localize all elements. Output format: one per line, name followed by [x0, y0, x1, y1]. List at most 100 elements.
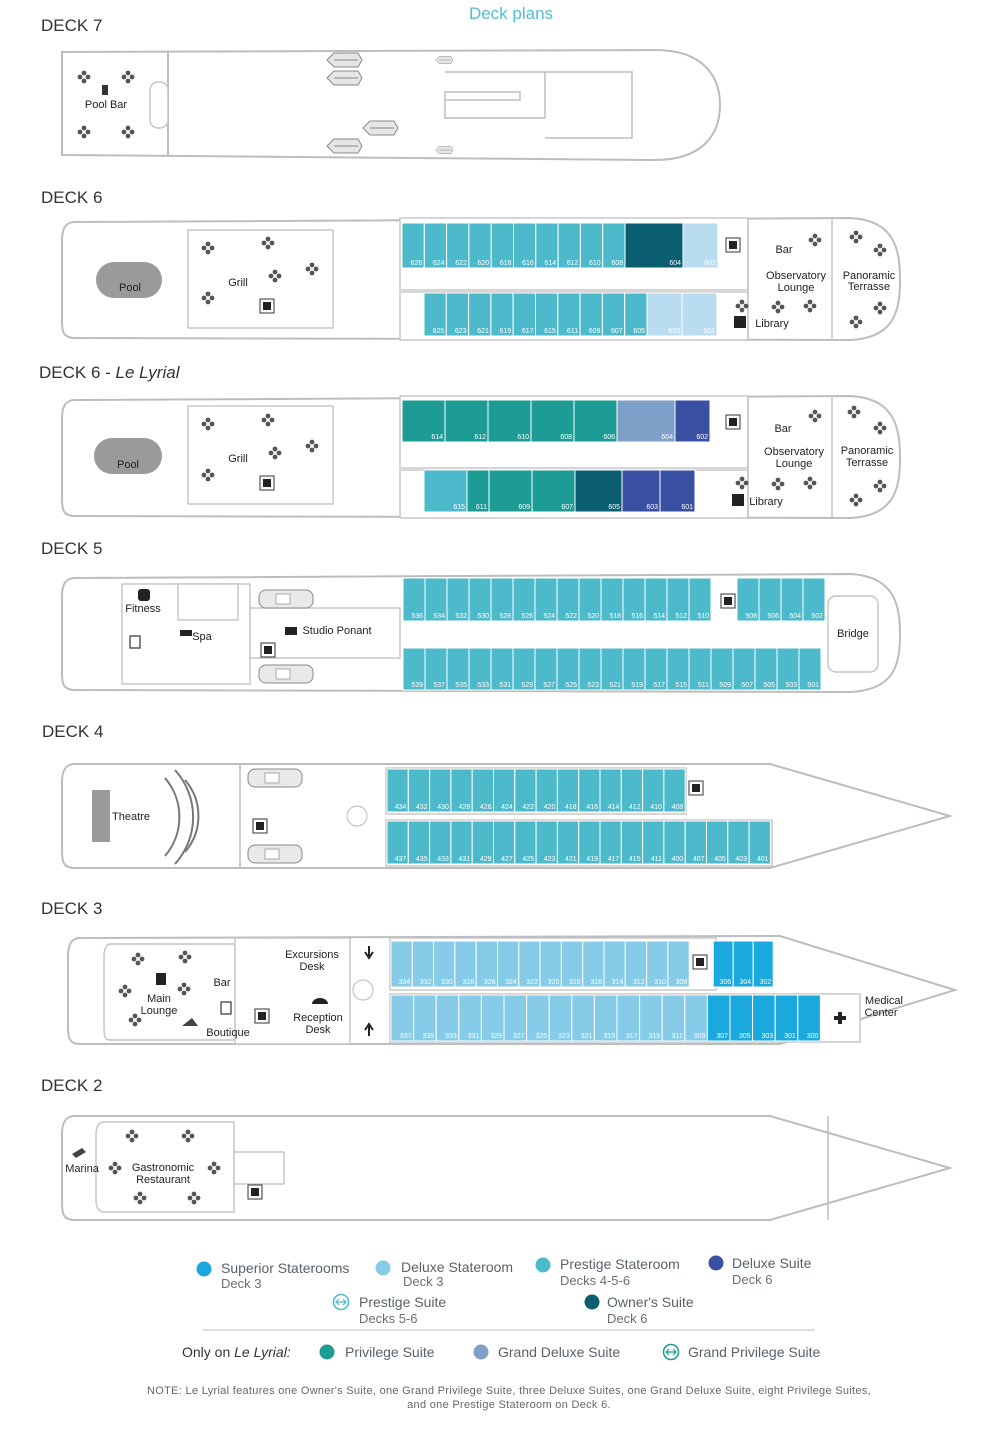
- cabin-number: 427: [501, 856, 513, 863]
- legend-deluxe-suite-name: Deluxe Suite: [732, 1255, 812, 1271]
- legend-superior: Superior Staterooms Deck 3: [196, 1260, 349, 1291]
- cabin-number: 300: [807, 1033, 819, 1040]
- cabin-number: 403: [735, 856, 747, 863]
- cabin-number: 602: [696, 434, 708, 441]
- d5-spa-label: Spa: [192, 631, 212, 643]
- d6-bar-label: Bar: [775, 244, 792, 256]
- cabin-number: 429: [480, 856, 492, 863]
- cabin-501: [798, 647, 822, 691]
- cabin-number: 416: [586, 804, 598, 811]
- cabin-number: 306: [720, 979, 732, 986]
- cabin-604: [624, 222, 684, 269]
- cabin-number: 504: [789, 613, 801, 620]
- cabin-number: 505: [763, 682, 775, 689]
- cabin-number: 539: [411, 682, 423, 689]
- cabin-number: 316: [590, 979, 602, 986]
- cabin-number: 607: [561, 504, 573, 511]
- d6l-lounge-label: Lounge: [776, 458, 813, 470]
- cabin-number: 511: [698, 682, 709, 689]
- cabin-number: 615: [453, 504, 465, 511]
- cabin-number: 615: [544, 328, 556, 335]
- cabin-number: 535: [455, 682, 467, 689]
- legend-grand-deluxe-suite: Grand Deluxe Suite: [473, 1344, 620, 1360]
- cabin-number: 423: [544, 856, 556, 863]
- legend: Superior Staterooms Deck 3 Deluxe Stater…: [147, 1255, 871, 1411]
- d4-theatre-label: Theatre: [112, 811, 150, 823]
- cabin-number: 401: [757, 856, 769, 863]
- d6l-bar-label: Bar: [774, 423, 791, 435]
- cabin-number: 312: [633, 979, 645, 986]
- legend-superior-name: Superior Staterooms: [221, 1260, 349, 1276]
- legend-deluxe-suite: Deluxe Suite Deck 6: [708, 1255, 812, 1287]
- cabin-number: 418: [565, 804, 577, 811]
- cabin-number: 623: [455, 328, 467, 335]
- cabin-number: 621: [477, 328, 489, 335]
- legend-prestige-stateroom-deck: Decks 4-5-6: [560, 1273, 630, 1288]
- deck-4-title: DECK 4: [42, 722, 103, 741]
- cabin-number: 420: [544, 804, 556, 811]
- cabin-number: 502: [811, 613, 823, 620]
- legend-privilege-suite-name: Privilege Suite: [345, 1344, 435, 1360]
- cabin-number: 437: [395, 856, 407, 863]
- cabin-number: 516: [631, 613, 643, 620]
- cabin-number: 518: [609, 613, 621, 620]
- lyrial-only-label: Only on Le Lyrial:: [182, 1344, 291, 1360]
- cabin-number: 408: [672, 804, 684, 811]
- cabin-number: 601: [681, 504, 693, 511]
- d6l-grill-label: Grill: [228, 453, 248, 465]
- cabin-number: 537: [433, 682, 445, 689]
- cabin-602: [674, 399, 711, 443]
- cabin-number: 335: [423, 1033, 435, 1040]
- cabin-number: 425: [522, 856, 534, 863]
- cabin-number: 405: [714, 856, 726, 863]
- legend-prestige-suite: Prestige Suite Decks 5-6: [332, 1293, 446, 1326]
- cabin-number: 303: [762, 1033, 774, 1040]
- d6-observatory-label: Observatory: [766, 270, 826, 282]
- cabin-number: 317: [626, 1033, 638, 1040]
- cabin-number: 400: [672, 856, 684, 863]
- deck-3-plan: ♿ 33433233032832632432232031831631431231…: [67, 934, 959, 1045]
- cabin-number: 604: [669, 260, 681, 267]
- cabin-number: 530: [477, 613, 489, 620]
- cabin-number: 315: [649, 1033, 661, 1040]
- cabin-number: 412: [629, 804, 641, 811]
- cabin-number: 410: [650, 804, 662, 811]
- cabin-number: 509: [719, 682, 731, 689]
- cabin-number: 308: [676, 979, 688, 986]
- d3-lounge-label: Lounge: [141, 1005, 178, 1017]
- cabin-number: 334: [399, 979, 411, 986]
- cabin-number: 304: [740, 979, 752, 986]
- cabin-603: [621, 469, 661, 513]
- d3-boutique-label: Boutique: [206, 1027, 249, 1039]
- cabin-number: 435: [416, 856, 428, 863]
- cabin-number: 605: [608, 504, 620, 511]
- cabin-number: 419: [586, 856, 598, 863]
- lyrial-only-ship: Le Lyrial:: [234, 1344, 291, 1360]
- cabin-number: 411: [651, 856, 662, 863]
- cabin-number: 528: [499, 613, 511, 620]
- d6-terrasse-label: Terrasse: [848, 281, 890, 293]
- cabin-number: 609: [589, 328, 601, 335]
- deck-6-lyrial-title-main: DECK 6 -: [39, 363, 116, 382]
- cabin-number: 324: [505, 979, 517, 986]
- deck-7-plan: Pool Bar: [61, 48, 722, 162]
- deck-4-plan: ♿ 43443243042842642442242041841641441241…: [61, 763, 954, 869]
- cabin-number: 512: [675, 613, 687, 620]
- cabin-number: 330: [441, 979, 453, 986]
- cabin-601: [659, 469, 696, 513]
- cabin-number: 322: [526, 979, 538, 986]
- legend-grand-deluxe-suite-name: Grand Deluxe Suite: [498, 1344, 620, 1360]
- cabin-number: 523: [587, 682, 599, 689]
- deck-2-title: DECK 2: [41, 1076, 102, 1095]
- cabin-number: 616: [522, 260, 534, 267]
- d3-main-label: Main: [147, 993, 171, 1005]
- cabin-number: 319: [603, 1033, 615, 1040]
- cabin-number: 433: [437, 856, 449, 863]
- d6l-pool-label: Pool: [117, 459, 139, 471]
- cabin-number: 614: [544, 260, 556, 267]
- cabin-number: 533: [477, 682, 489, 689]
- cabin-number: 318: [569, 979, 581, 986]
- legend-prestige-suite-deck: Decks 5-6: [359, 1311, 418, 1326]
- cabin-number: 611: [476, 504, 487, 511]
